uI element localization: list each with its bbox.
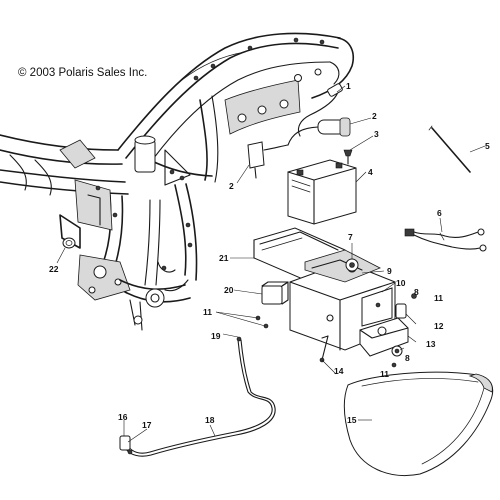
- frame-assembly: [0, 32, 354, 331]
- strap: [428, 125, 471, 173]
- callout-1: 1: [346, 81, 351, 91]
- callout-8b: 8: [405, 353, 410, 363]
- callout-5: 5: [485, 141, 490, 151]
- callout-4: 4: [368, 167, 373, 177]
- callout-6: 6: [437, 208, 442, 218]
- vent-hose: [119, 336, 276, 457]
- callout-15: 15: [347, 415, 357, 425]
- callout-7: 7: [348, 232, 353, 242]
- callout-10: 10: [396, 278, 406, 288]
- callout-2b: 2: [229, 181, 234, 191]
- side-cover: [343, 371, 494, 476]
- wiring-harness: [404, 228, 487, 252]
- callout-13: 13: [426, 339, 436, 349]
- solenoid-and-cable: [247, 83, 353, 179]
- callout-11a: 11: [434, 293, 443, 303]
- callout-19: 19: [211, 331, 221, 341]
- callout-21: 21: [219, 253, 229, 263]
- callout-numbers: 1 2 2 3 4 5 6 7 8 8 9 10 11 11 11 12 13 …: [49, 81, 490, 430]
- callout-22: 22: [49, 264, 59, 274]
- battery-box: [253, 227, 417, 368]
- callout-18: 18: [205, 415, 215, 425]
- battery: [287, 159, 357, 225]
- callout-12: 12: [434, 321, 444, 331]
- callout-11b: 11: [203, 307, 212, 317]
- callout-8a: 8: [414, 287, 419, 297]
- callout-17: 17: [142, 420, 152, 430]
- copyright-notice: © 2003 Polaris Sales Inc.: [18, 67, 148, 79]
- leader-lines: [56, 85, 486, 443]
- callout-2a: 2: [372, 111, 377, 121]
- callout-20: 20: [224, 285, 234, 295]
- callout-3: 3: [374, 129, 379, 139]
- callout-14: 14: [334, 366, 344, 376]
- callout-9: 9: [387, 266, 392, 276]
- callout-11c: 11: [380, 369, 389, 379]
- callout-16: 16: [118, 412, 128, 422]
